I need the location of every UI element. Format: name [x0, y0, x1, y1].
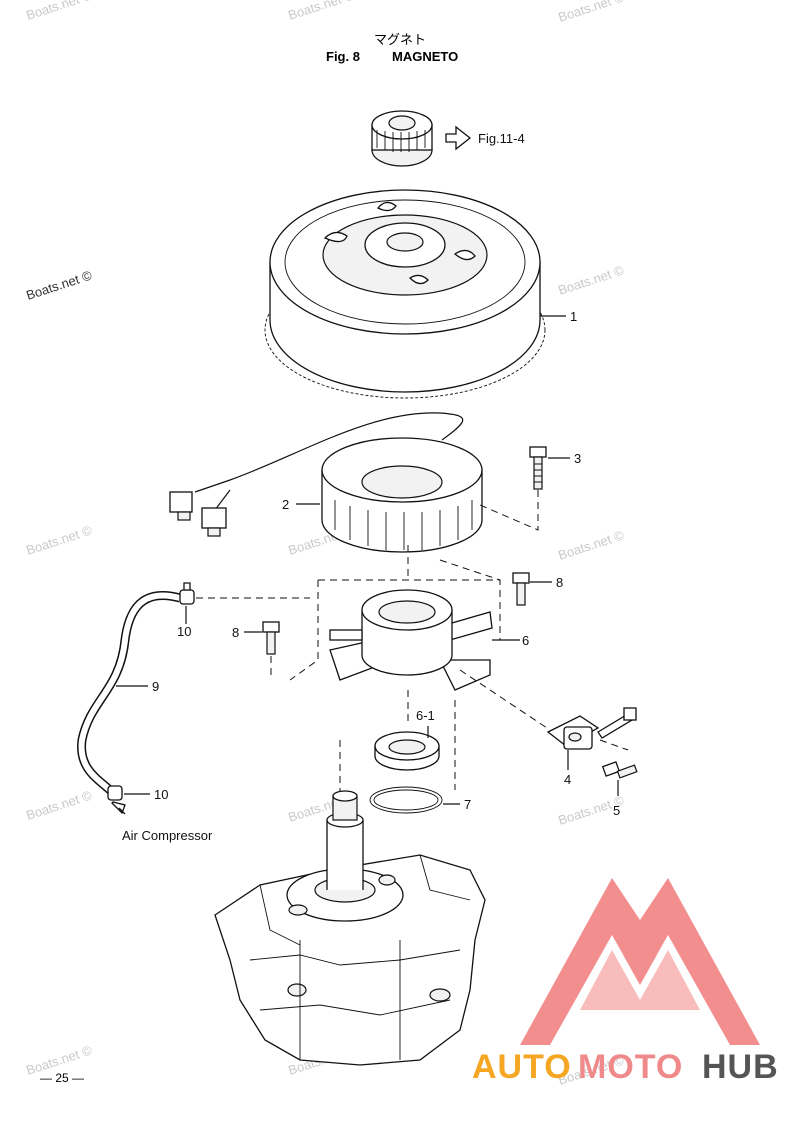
engine-block-part — [214, 790, 486, 1066]
callout-2: 2 — [282, 497, 289, 512]
bracket-part — [329, 589, 493, 691]
bolt-part-3 — [529, 446, 547, 490]
watermark: Boats.net © — [556, 527, 626, 562]
flywheel-part — [264, 189, 546, 399]
o-ring-part — [369, 786, 443, 814]
bolt-part-8-right — [512, 572, 530, 606]
figure-title: MAGNETO — [392, 49, 458, 64]
page-number: — 25 — — [40, 1071, 84, 1085]
callout-1: 1 — [570, 309, 577, 324]
callout-3: 3 — [574, 451, 581, 466]
watermark: Boats.net © — [286, 0, 356, 23]
flywheel-nut-part — [371, 110, 433, 167]
air-compressor-label: Air Compressor — [122, 828, 213, 843]
callout-8-right: 8 — [556, 575, 563, 590]
reference-arrow-icon — [445, 125, 472, 151]
watermark-dark: Boats.net © — [24, 267, 94, 302]
title-japanese: マグネト — [374, 33, 426, 48]
callout-10-top: 10 — [177, 624, 191, 639]
sensor-part — [546, 707, 637, 750]
logo-mark-icon — [520, 878, 760, 1045]
logo-text-hub: HUB — [702, 1048, 779, 1086]
callout-7: 7 — [464, 797, 471, 812]
callout-6: 6 — [522, 633, 529, 648]
callout-5: 5 — [613, 803, 620, 818]
logo-text-moto: MOTO — [578, 1048, 683, 1086]
oil-seal-part — [374, 731, 440, 771]
clamp-part-top — [179, 582, 195, 605]
bolt-part-8-left — [262, 621, 280, 655]
figure-number: Fig. 8 — [326, 49, 360, 64]
callout-9: 9 — [152, 679, 159, 694]
callout-6-1: 6-1 — [416, 708, 435, 723]
automotohub-logo: AUTO MOTO HUB — [472, 878, 779, 1086]
watermark: Boats.net © — [24, 0, 94, 23]
clamp-part-bottom — [107, 785, 123, 801]
logo-text-auto: AUTO — [472, 1048, 572, 1086]
stator-part — [169, 412, 483, 553]
callout-10-bottom: 10 — [154, 787, 168, 802]
reference-label: Fig.11-4 — [478, 131, 525, 146]
watermark: Boats.net © — [556, 0, 626, 25]
callout-4: 4 — [564, 772, 571, 787]
bolt-part-5 — [601, 761, 638, 779]
hose-part — [77, 590, 182, 796]
watermark: Boats.net © — [24, 787, 94, 822]
watermark: Boats.net © — [556, 262, 626, 297]
watermark: Boats.net © — [24, 522, 94, 557]
air-compressor-arrow-icon — [111, 801, 126, 815]
callout-8-left: 8 — [232, 625, 239, 640]
